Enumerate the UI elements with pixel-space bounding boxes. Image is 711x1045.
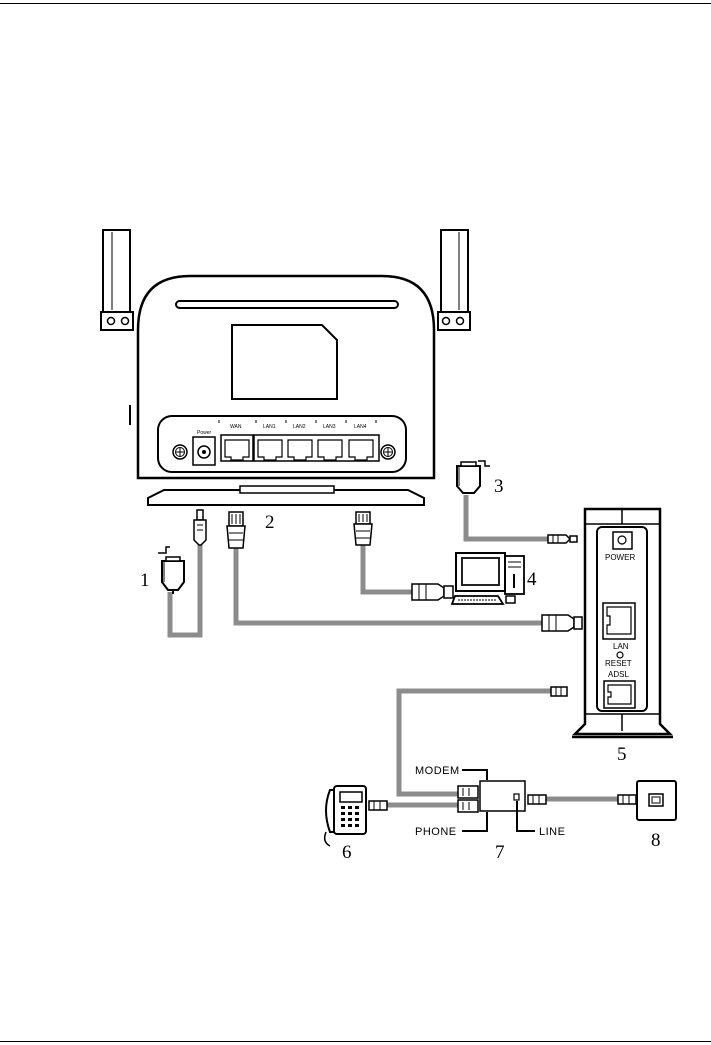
port-label-wan: WAN: [230, 424, 242, 430]
port-label-lan2: LAN2: [293, 424, 306, 430]
callout-1: 1: [140, 570, 150, 591]
callout-8: 8: [651, 830, 661, 851]
dc-plug-icon: [548, 535, 577, 543]
rj11-plug-icon: [528, 795, 546, 804]
port-label-lan4: LAN4: [354, 424, 367, 430]
splitter-label-modem: MODEM: [415, 765, 460, 777]
modem-reset-hole: [617, 652, 623, 658]
modem-adsl-port: [604, 681, 635, 708]
callout-4: 4: [527, 569, 537, 590]
port-label-lan3: LAN3: [323, 424, 336, 430]
telephone-icon: [325, 786, 366, 846]
router: Power WAN LAN1 LAN2 LAN3 LAN4: [101, 230, 470, 505]
modem-label-lan: LAN: [613, 642, 629, 651]
adsl-cable: [399, 691, 553, 794]
modem-label-adsl: ADSL: [608, 670, 629, 679]
callout-5: 5: [617, 744, 627, 765]
port-label-lan1: LAN1: [263, 424, 276, 430]
callout-6: 6: [342, 842, 352, 863]
port-label-power: Power: [197, 430, 212, 436]
rj11-plug-icon: [369, 801, 387, 810]
splitter-label-phone: PHONE: [415, 826, 457, 838]
screw-icon: [173, 445, 187, 459]
rj45-plug-icon: [354, 512, 372, 545]
power-adapter-icon: [457, 461, 490, 493]
callout-3: 3: [494, 476, 504, 497]
right-antenna: [438, 230, 470, 330]
left-antenna: [101, 230, 133, 330]
modem-lan-port: [603, 603, 635, 639]
lan-cable: [363, 545, 415, 592]
rj45-plug-icon: [412, 584, 453, 600]
router-lan1-port: [258, 440, 282, 460]
router-label-plate: [232, 325, 337, 399]
rj11-plug-icon: [551, 687, 567, 696]
rj45-plug-icon: [542, 615, 582, 631]
dc-plug-icon: [194, 510, 206, 545]
callout-2: 2: [265, 512, 275, 533]
modem: POWER LAN RESET ADSL: [572, 509, 673, 737]
screw-icon: [381, 445, 395, 459]
wall-socket-icon: [637, 781, 676, 820]
power-cable-modem: [466, 495, 550, 539]
router-lan2-port: [288, 440, 312, 460]
router-lan4-port: [349, 440, 373, 460]
router-wan-port: [221, 435, 253, 461]
modem-label-reset: RESET: [605, 659, 632, 668]
rj11-plug-icon: [618, 795, 636, 804]
splitter-label-line: LINE: [539, 826, 565, 838]
router-lan3-port: [318, 440, 342, 460]
computer-icon: [452, 553, 524, 604]
power-adapter-icon: [158, 547, 184, 594]
modem-label-power: POWER: [605, 553, 635, 562]
router-top-slot: [176, 301, 398, 308]
callout-7: 7: [495, 842, 505, 863]
rj45-plug-icon: [227, 512, 245, 548]
